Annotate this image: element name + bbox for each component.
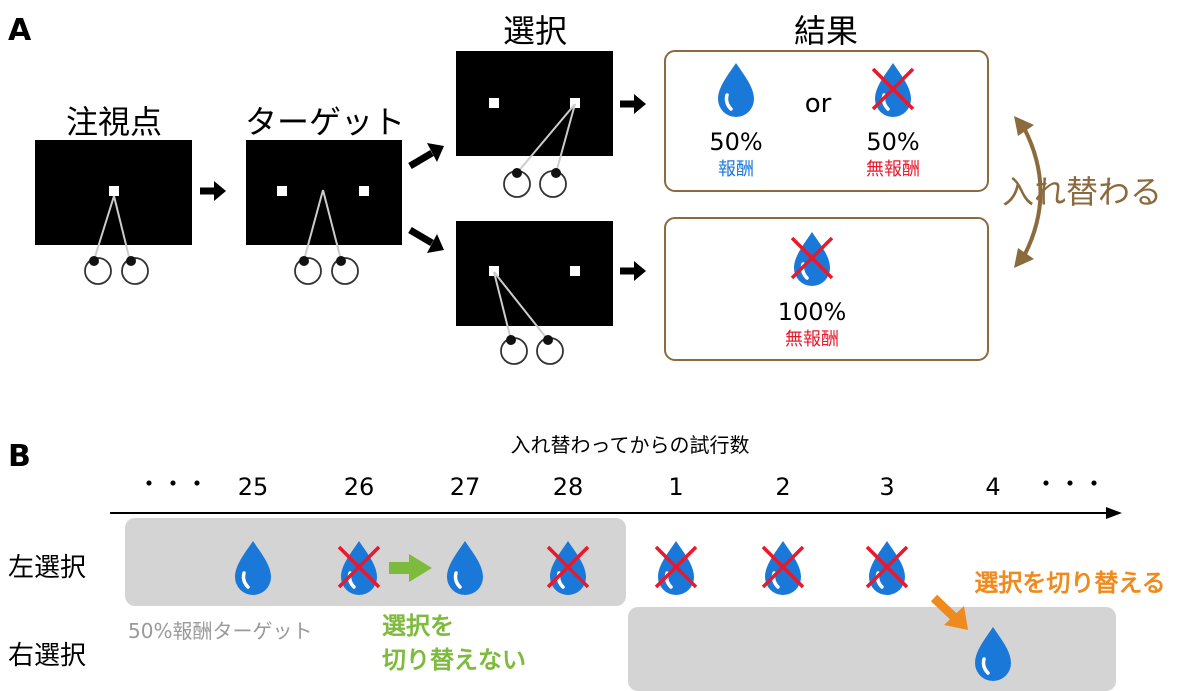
no-reward-pct-text: 100% [778,298,847,326]
no-reward-pct-text: 50% [866,128,919,156]
trial-number: 26 [344,473,375,501]
arrow-fixation-to-target [200,181,226,201]
reward-pct-text: 50% [709,128,762,156]
trial-number: 28 [553,473,584,501]
outcome-box-bottom: 100% 無報酬 [664,217,989,361]
trial-number: 27 [450,473,481,501]
arrow-to-outcome-top [620,94,646,114]
axis-title: 入れ替わってからの試行数 [511,433,750,457]
arrow-to-left-choice [408,226,444,253]
trial-number: 4 [985,473,1000,501]
panel-b-label: B [8,439,31,474]
switch-choice-text: 選択を切り替える [974,569,1165,597]
ellipsis-left: ・・・ [137,470,209,498]
or-text: or [805,89,832,119]
no-reward-label: 無報酬 [785,329,839,350]
ellipsis-right: ・・・ [1034,470,1106,498]
arrow-to-outcome-bottom [620,261,646,281]
no-switch-arrow [389,554,432,582]
panel-a-label: A [8,13,32,48]
fixation-screen [35,140,192,285]
choice-screen-right [456,51,613,198]
right-target-box [628,607,1116,691]
trial-number: 1 [668,473,683,501]
target-title: ターゲット [245,103,405,141]
no-switch-text-2: 切り替えない [382,646,526,674]
row-label-right: 右選択 [8,641,86,671]
no-switch-text-1: 選択を [382,612,454,640]
no-reward-drop-icon [763,541,803,595]
choice-title: 選択 [503,12,567,50]
left-target-box [125,518,626,606]
target-label: 50%報酬ターゲット [128,619,312,643]
trial-axis [110,507,1122,519]
arrow-to-right-choice [408,143,444,170]
no-reward-drop-icon [867,541,907,595]
outcome-title: 結果 [794,12,858,50]
choice-screen-left [456,221,613,365]
trial-number: 25 [238,473,269,501]
trial-number: 3 [879,473,894,501]
target-screen [246,140,402,285]
no-reward-label: 無報酬 [866,159,920,180]
reward-label: 報酬 [718,159,754,180]
switch-arrow [1014,116,1043,268]
switch-label: 入れ替わる [1002,173,1162,211]
row-label-left: 左選択 [8,553,86,583]
switch-choice-arrow [930,594,968,630]
outcome-box-top: or 50% 報酬 50% 無報酬 [664,50,989,192]
no-reward-drop-icon [656,541,696,595]
trial-number: 2 [775,473,790,501]
fixation-title: 注視点 [66,103,162,141]
